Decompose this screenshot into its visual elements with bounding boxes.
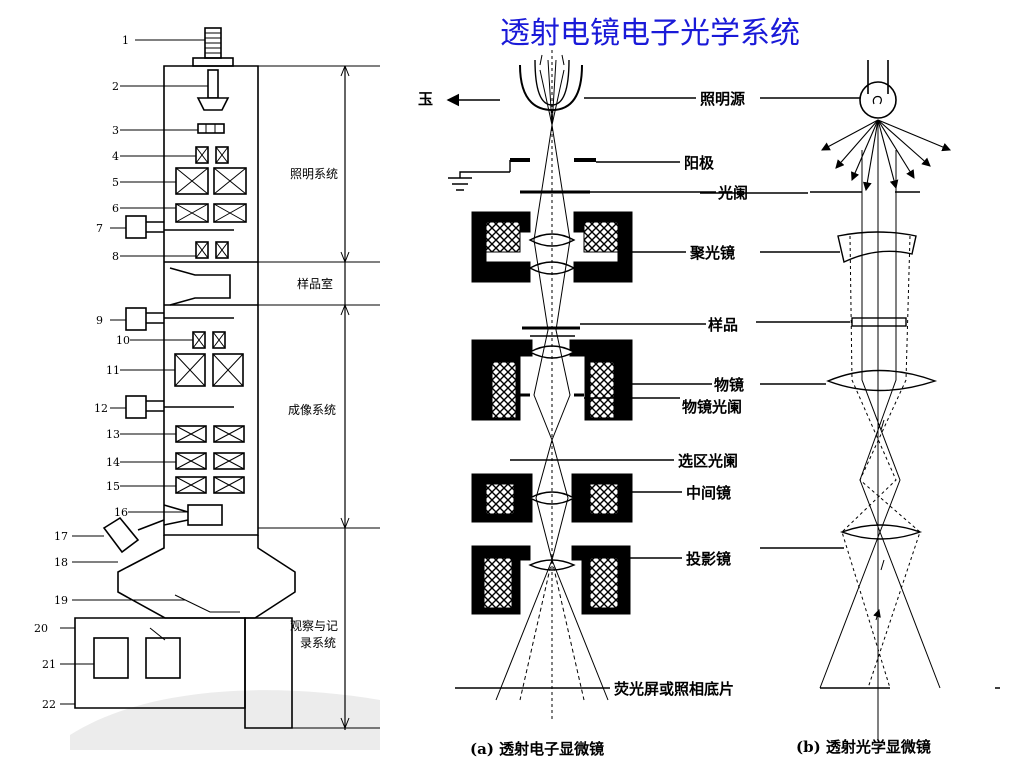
watermark-smudge xyxy=(70,690,380,750)
num-1: 1 xyxy=(122,34,129,47)
label-aperture: 光阑 xyxy=(717,184,748,202)
num-19: 19 xyxy=(54,594,68,607)
section-observation-2: 录系统 xyxy=(300,636,336,650)
tem-column-schematic xyxy=(60,27,380,750)
label-anode: 阳极 xyxy=(684,154,715,172)
label-objective: 物镜 xyxy=(714,376,744,394)
num-7: 7 xyxy=(96,222,103,235)
num-22: 22 xyxy=(42,698,56,711)
section-imaging: 成像系统 xyxy=(288,403,336,417)
num-14: 14 xyxy=(106,456,120,469)
num-21: 21 xyxy=(42,658,56,671)
schematic-sections: 照明系统 样品室 成像系统 观察与记 录系统 xyxy=(288,167,338,650)
tem-labels: 玉 照明源 阳极 光阑 聚光镜 样品 物镜 物镜光阑 选区光阑 中间镜 投影镜 … xyxy=(418,90,748,698)
schematic-numbers: 1 2 3 4 5 6 7 8 9 10 11 12 13 14 15 16 1… xyxy=(34,34,130,711)
num-2: 2 xyxy=(112,80,119,93)
num-13: 13 xyxy=(106,428,120,441)
label-objective-aperture: 物镜光阑 xyxy=(682,398,742,416)
num-3: 3 xyxy=(112,124,119,137)
num-12: 12 xyxy=(94,402,108,415)
num-10: 10 xyxy=(116,334,130,347)
label-sa-aperture: 选区光阑 xyxy=(678,452,738,470)
label-projector: 投影镜 xyxy=(686,550,731,568)
label-source: 照明源 xyxy=(700,90,745,108)
page-title: 透射电镜电子光学系统 xyxy=(500,16,800,51)
caption-tem: (a) 透射电子显微镜 xyxy=(470,740,604,758)
num-15: 15 xyxy=(106,480,120,493)
label-intermediate: 中间镜 xyxy=(686,484,731,502)
num-18: 18 xyxy=(54,556,68,569)
optical-ray-diagram xyxy=(700,60,952,740)
num-20: 20 xyxy=(34,622,48,635)
num-5: 5 xyxy=(112,176,119,189)
num-16: 16 xyxy=(114,506,128,519)
captions: (a) 透射电子显微镜 (b) 透射光学显微镜 xyxy=(470,738,931,758)
num-8: 8 xyxy=(112,250,119,263)
label-condenser: 聚光镜 xyxy=(689,244,735,262)
tem-ray-diagram xyxy=(446,50,1000,720)
num-4: 4 xyxy=(112,150,119,163)
label-cut: 玉 xyxy=(418,90,433,108)
section-specimen-chamber: 样品室 xyxy=(297,276,333,291)
num-9: 9 xyxy=(96,314,103,327)
label-specimen: 样品 xyxy=(708,316,738,334)
num-6: 6 xyxy=(112,202,119,215)
num-11: 11 xyxy=(106,364,120,377)
coil-4 xyxy=(195,146,229,164)
caption-optical: (b) 透射光学显微镜 xyxy=(796,738,931,756)
section-illumination: 照明系统 xyxy=(290,167,338,181)
section-observation-1: 观察与记 xyxy=(290,619,338,633)
label-screen: 荧光屏或照相底片 xyxy=(614,680,734,698)
num-17: 17 xyxy=(54,530,68,543)
